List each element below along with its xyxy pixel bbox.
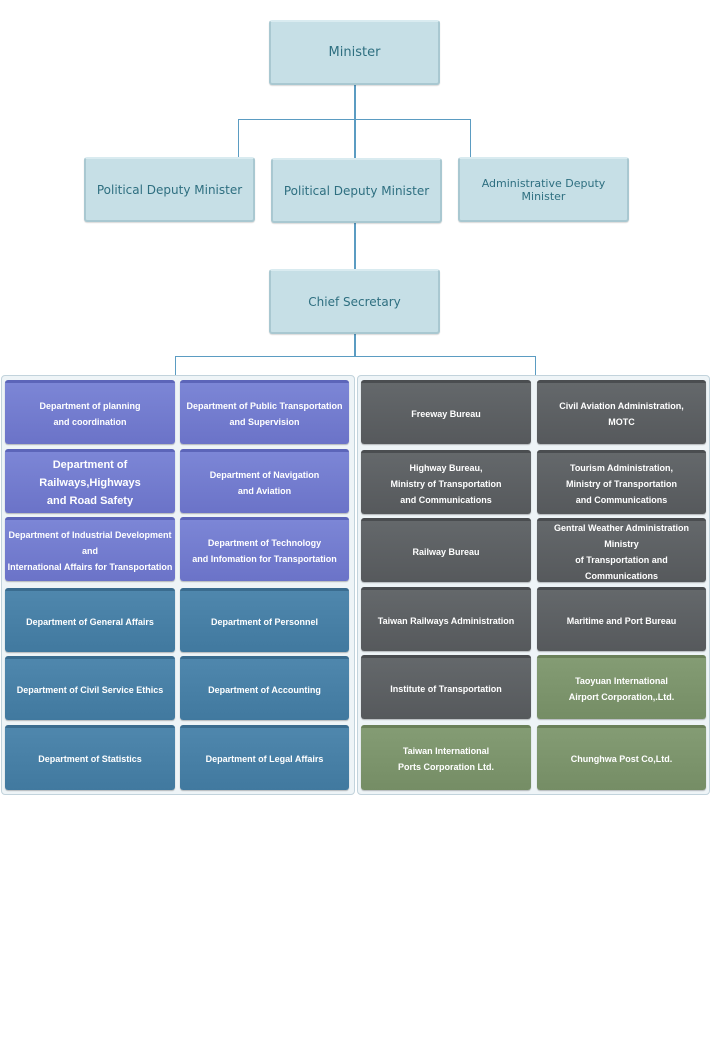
agency-tourism-administration: Tourism Administration, Ministry of Tran… xyxy=(537,450,706,514)
agency-central-weather-administration: Gentral Weather Administration Ministry … xyxy=(537,518,706,582)
agency-taiwan-railways-administration: Taiwan Railways Administration xyxy=(361,587,531,651)
connector-split-right xyxy=(535,356,536,376)
department-industrial-development: Department of Industrial Development and… xyxy=(5,517,175,581)
connector-deputy-left xyxy=(238,119,239,157)
department-railways-highways: Department of Railways,Highways and Road… xyxy=(5,449,175,513)
agency-freeway-bureau: Freeway Bureau xyxy=(361,380,531,444)
agency-taoyuan-airport-corporation: Taoyuan International Airport Corporatio… xyxy=(537,655,706,719)
minister-box: Minister xyxy=(269,20,440,85)
department-personnel: Department of Personnel xyxy=(180,588,349,652)
department-planning-coordination: Department of planning and coordination xyxy=(5,380,175,444)
connector-deputy-right xyxy=(470,119,471,157)
political-deputy-minister-2-box: Political Deputy Minister xyxy=(271,158,442,223)
department-legal-affairs: Department of Legal Affairs xyxy=(180,725,349,790)
administrative-deputy-minister-box: Administrative Deputy Minister xyxy=(458,157,629,222)
connector-minister-down xyxy=(354,84,356,120)
connector-secretary-down xyxy=(354,333,356,356)
agency-highway-bureau: Highway Bureau, Ministry of Transportati… xyxy=(361,450,531,514)
agency-civil-aviation-administration: Civil Aviation Administration, MOTC xyxy=(537,380,706,444)
agency-taiwan-ports-corporation: Taiwan International Ports Corporation L… xyxy=(361,725,531,790)
agency-institute-of-transportation: Institute of Transportation xyxy=(361,655,531,719)
department-general-affairs: Department of General Affairs xyxy=(5,588,175,652)
department-civil-service-ethics: Department of Civil Service Ethics xyxy=(5,656,175,720)
connector-split-left xyxy=(175,356,176,376)
department-statistics: Department of Statistics xyxy=(5,725,175,790)
agency-maritime-port-bureau: Maritime and Port Bureau xyxy=(537,587,706,651)
chief-secretary-box: Chief Secretary xyxy=(269,269,440,334)
political-deputy-minister-1-box: Political Deputy Minister xyxy=(84,157,255,222)
agency-railway-bureau: Railway Bureau xyxy=(361,518,531,582)
department-technology-information: Department of Technology and Infomation … xyxy=(180,517,349,581)
department-accounting: Department of Accounting xyxy=(180,656,349,720)
connector-deputy-center xyxy=(354,119,356,158)
department-public-transportation: Department of Public Transportation and … xyxy=(180,380,349,444)
connector-split-horizontal xyxy=(175,356,536,357)
connector-deputy-to-secretary xyxy=(354,222,356,269)
department-navigation-aviation: Department of Navigation and Aviation xyxy=(180,449,349,513)
agency-chunghwa-post: Chunghwa Post Co,Ltd. xyxy=(537,725,706,790)
